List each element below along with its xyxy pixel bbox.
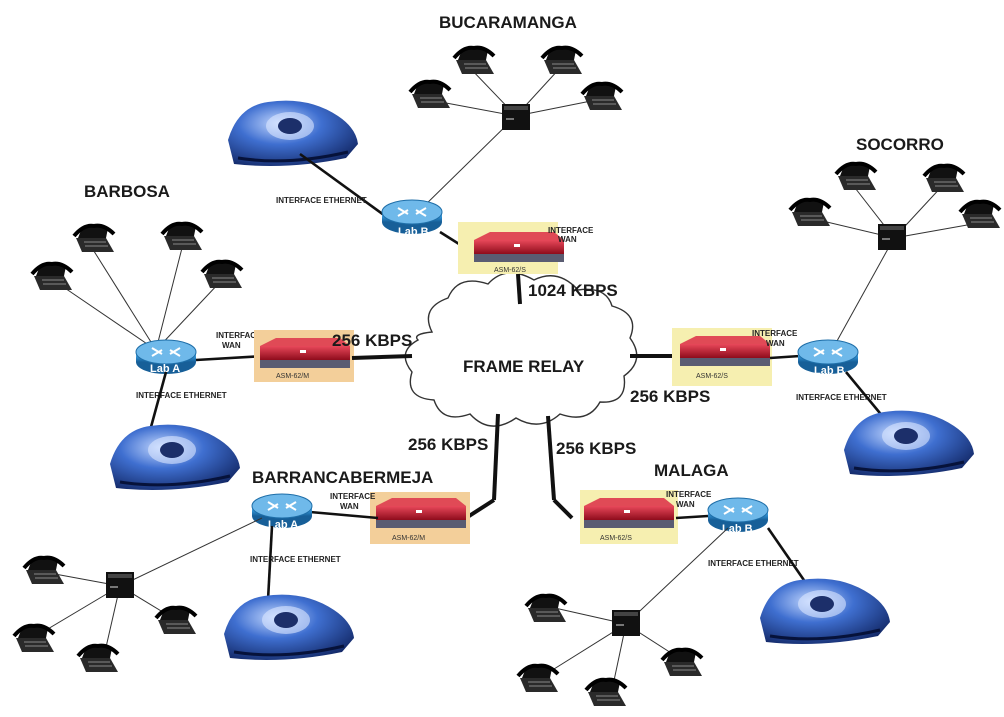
phone-icon	[660, 647, 704, 678]
modem-icon	[474, 232, 564, 262]
router-label: Lab A	[268, 519, 298, 531]
wan-label: WAN	[766, 339, 785, 348]
phone-icon	[788, 197, 832, 228]
lan-label: INTERFACE ETHERNET	[708, 559, 799, 568]
site-name: BUCARAMANGA	[439, 13, 577, 32]
link-speed: 256 KBPS	[332, 331, 412, 350]
site-barbosa: BARBOSA Lab A INTERFACE WAN ASM-62/M 256…	[30, 182, 412, 492]
wan-label: INTERFACE	[666, 490, 712, 499]
site-socorro: SOCORRO ASM-62/S INTERFACE WAN Lab B 256…	[630, 135, 1002, 478]
link-speed: 256 KBPS	[556, 439, 636, 458]
modem-icon	[680, 336, 770, 366]
phone-icon	[76, 643, 120, 674]
phone-icon	[72, 223, 116, 254]
phone-icon	[12, 623, 56, 654]
phone-icon	[22, 555, 66, 586]
phone-icon	[580, 81, 624, 112]
wan-label: INTERFACE	[752, 329, 798, 338]
wan-label: WAN	[340, 502, 359, 511]
wan-label: WAN	[676, 500, 695, 509]
wan-label: INTERFACE	[548, 226, 594, 235]
phone-icon	[200, 259, 244, 290]
site-name: SOCORRO	[856, 135, 944, 154]
site-barrancabermeja: BARRANCABERMEJA 256 KBPS ASM-62/M INTERF…	[12, 413, 500, 674]
pbx-icon	[502, 104, 530, 130]
phone-icon	[154, 605, 198, 636]
lan-label: INTERFACE ETHERNET	[250, 555, 341, 564]
link-speed: 256 KBPS	[630, 387, 710, 406]
wan-label: INTERFACE	[330, 492, 376, 501]
device-label: ASM-62/M	[276, 373, 309, 380]
lan-label: INTERFACE ETHERNET	[796, 393, 887, 402]
phone-icon	[584, 677, 628, 708]
device-label: ASM-62/S	[600, 535, 632, 542]
cloud-icon: FRAME RELAY	[404, 272, 638, 427]
phone-icon	[160, 221, 204, 252]
wan-label: INTERFACE	[216, 331, 262, 340]
server-icon	[226, 99, 360, 168]
pbx-icon	[612, 610, 640, 636]
phone-icon	[30, 261, 74, 292]
site-bucaramanga: BUCARAMANGA INTERFACE ETHERNET Lab B ASM…	[226, 13, 624, 305]
phone-icon	[540, 45, 584, 76]
server-icon	[842, 409, 976, 478]
wan-label: WAN	[222, 341, 241, 350]
site-name: MALAGA	[654, 461, 729, 480]
router-label: Lab B	[398, 226, 429, 238]
lan-label: INTERFACE ETHERNET	[136, 391, 227, 400]
phone-icon	[922, 163, 966, 194]
site-name: BARBOSA	[84, 182, 170, 201]
device-label: ASM-62/S	[494, 267, 526, 274]
device-label: ASM-62/S	[696, 373, 728, 380]
router-label: Lab B	[722, 523, 753, 535]
site-name: BARRANCABERMEJA	[252, 468, 433, 487]
phone-icon	[452, 45, 496, 76]
phone-icon	[958, 199, 1002, 230]
pbx-icon	[106, 572, 134, 598]
cloud-label: FRAME RELAY	[463, 357, 585, 376]
phone-icon	[516, 663, 560, 694]
phone-icon	[408, 79, 452, 110]
phone-icon	[524, 593, 568, 624]
server-icon	[108, 423, 242, 492]
lan-label: INTERFACE ETHERNET	[276, 196, 367, 205]
server-icon	[758, 577, 892, 646]
server-icon	[222, 593, 356, 662]
modem-icon	[376, 498, 466, 528]
link-speed: 256 KBPS	[408, 435, 488, 454]
device-label: ASM-62/M	[392, 535, 425, 542]
pbx-icon	[878, 224, 906, 250]
modem-icon	[584, 498, 674, 528]
phone-icon	[834, 161, 878, 192]
link-speed: 1024 KBPS	[528, 281, 618, 300]
wan-label: WAN	[558, 235, 577, 244]
site-malaga: MALAGA 256 KBPS ASM-62/S INTERFACE WAN L…	[516, 415, 892, 708]
router-label: Lab B	[814, 365, 845, 377]
router-label: Lab A	[150, 363, 180, 375]
